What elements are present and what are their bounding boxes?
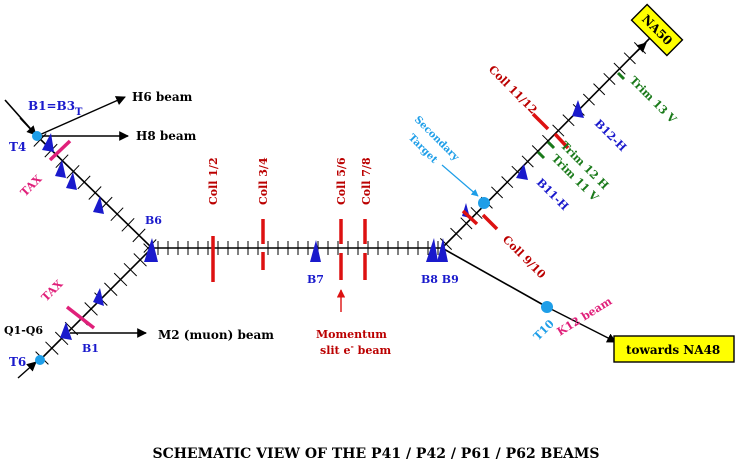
k12-branch-line: [441, 247, 548, 308]
target-t10-dot: [541, 301, 553, 313]
magnet-b8: [426, 238, 438, 262]
magnet-b12: [572, 100, 584, 118]
beamline-tick: [64, 321, 79, 336]
coll56-label: Coll 5/6: [335, 157, 348, 205]
h6-label: H6 beam: [132, 90, 193, 104]
beamline-tick: [460, 217, 473, 230]
beamline-tick: [45, 341, 59, 355]
magnet-upper-4: [93, 196, 104, 214]
trim13v-label: Trim 13 V: [627, 74, 679, 126]
beamline-tick: [113, 272, 128, 287]
coll910-label: Coll 9/10: [500, 233, 549, 282]
beamline-tick: [54, 331, 69, 346]
beamline-tick: [84, 302, 98, 316]
tax-lower-bar: [65, 305, 96, 330]
magnet-b1b3: [42, 133, 54, 152]
trim11-bar: [536, 150, 546, 160]
target-secondary-dot: [478, 197, 490, 209]
tax-lower-label: TAX: [39, 277, 66, 304]
coll1112-label: Coll 11/12: [486, 63, 540, 117]
beamline-tick: [110, 207, 124, 222]
k12-label: K12 beam: [555, 294, 615, 338]
magnet-b6: [144, 238, 158, 262]
coll910-bar-b: [481, 213, 499, 231]
beamline-tick: [123, 262, 138, 277]
magnet-b1: [60, 322, 72, 340]
coll1112-bar-b: [553, 132, 570, 150]
magnet-b11: [516, 164, 528, 180]
target-t4-dot: [32, 131, 42, 141]
page-title: SCHEMATIC VIEW OF THE P41 / P42 / P61 / …: [152, 446, 599, 462]
t10-label: T10: [531, 317, 557, 343]
coll910-bar-a: [461, 209, 479, 226]
beamline-tick: [470, 207, 483, 220]
na50-arrow: [629, 42, 647, 59]
magnet-upper-3: [66, 172, 77, 190]
magnet-b9: [437, 238, 448, 262]
beamline-tick: [132, 228, 146, 243]
beamline-tick: [582, 93, 595, 106]
beamline-tick: [613, 62, 626, 75]
trim12-bar: [546, 140, 556, 150]
lower-branch-line: [39, 247, 153, 361]
na48-box: [613, 335, 735, 363]
na48-label: towards NA48: [626, 343, 720, 357]
targets: [32, 131, 553, 365]
beamline-tick: [521, 155, 534, 168]
coll1112-bar-a: [531, 112, 550, 131]
beamline-tick: [439, 238, 453, 250]
b12h-label: B12-H: [592, 117, 629, 154]
h6-arrow: [36, 96, 126, 137]
trim13-bar: [616, 71, 626, 81]
momentum-label-line2: slit e- beam: [320, 341, 391, 357]
magnet-upper-2: [55, 160, 66, 178]
b7-label: B7: [307, 273, 324, 286]
trim-magnets: [536, 71, 626, 160]
tax-absorbers: [48, 139, 96, 330]
t6-label: T6: [9, 355, 26, 369]
magnets: [42, 100, 584, 340]
target-t6-dot: [35, 355, 45, 365]
beamline-tick: [633, 42, 647, 54]
b1b3-label: B1=B3T: [28, 99, 83, 118]
incoming-t6-arrow: [17, 361, 37, 379]
upper-branch-line: [36, 135, 153, 249]
magnet-lower-1: [93, 288, 104, 306]
beamline-tick: [501, 176, 514, 189]
b11h-label: B11-H: [534, 176, 571, 213]
b8b9-label: B8 B9: [421, 273, 459, 286]
beamline-tick: [603, 72, 616, 85]
beamline-tick: [593, 83, 606, 96]
beamline-tick: [133, 253, 147, 267]
magnet-b7: [310, 240, 321, 262]
coll12-label: Coll 1/2: [207, 157, 220, 205]
beamline-tick: [491, 186, 504, 199]
beamline-tick: [121, 217, 135, 232]
beamline-tick: [623, 52, 636, 65]
momentum-label-line1: Momentum: [316, 328, 387, 341]
collimators: [211, 112, 570, 282]
b6-label: B6: [145, 214, 162, 227]
coll34-label: Coll 3/4: [257, 157, 270, 205]
t4-label: T4: [9, 140, 26, 154]
coll78-label: Coll 7/8: [360, 157, 373, 205]
secondary-target-arrow: [441, 164, 479, 197]
incoming-t4-arrow: [19, 117, 37, 136]
tax-upper-bar: [48, 139, 72, 162]
beamline-tick: [66, 164, 80, 179]
beamline-tick: [104, 282, 118, 296]
beamline-tick: [562, 114, 575, 127]
b1-label: B1: [82, 342, 99, 355]
tax-upper-label: TAX: [18, 172, 45, 199]
h8-label: H8 beam: [136, 129, 197, 143]
beamline-tick: [77, 175, 91, 190]
q1q6-label: Q1-Q6: [4, 324, 43, 337]
beamline-tick: [450, 227, 463, 240]
beamline-tick: [552, 124, 565, 137]
k12-arrow: [546, 306, 617, 343]
beamline-tick: [88, 186, 102, 200]
m2-label: M2 (muon) beam: [158, 328, 274, 342]
